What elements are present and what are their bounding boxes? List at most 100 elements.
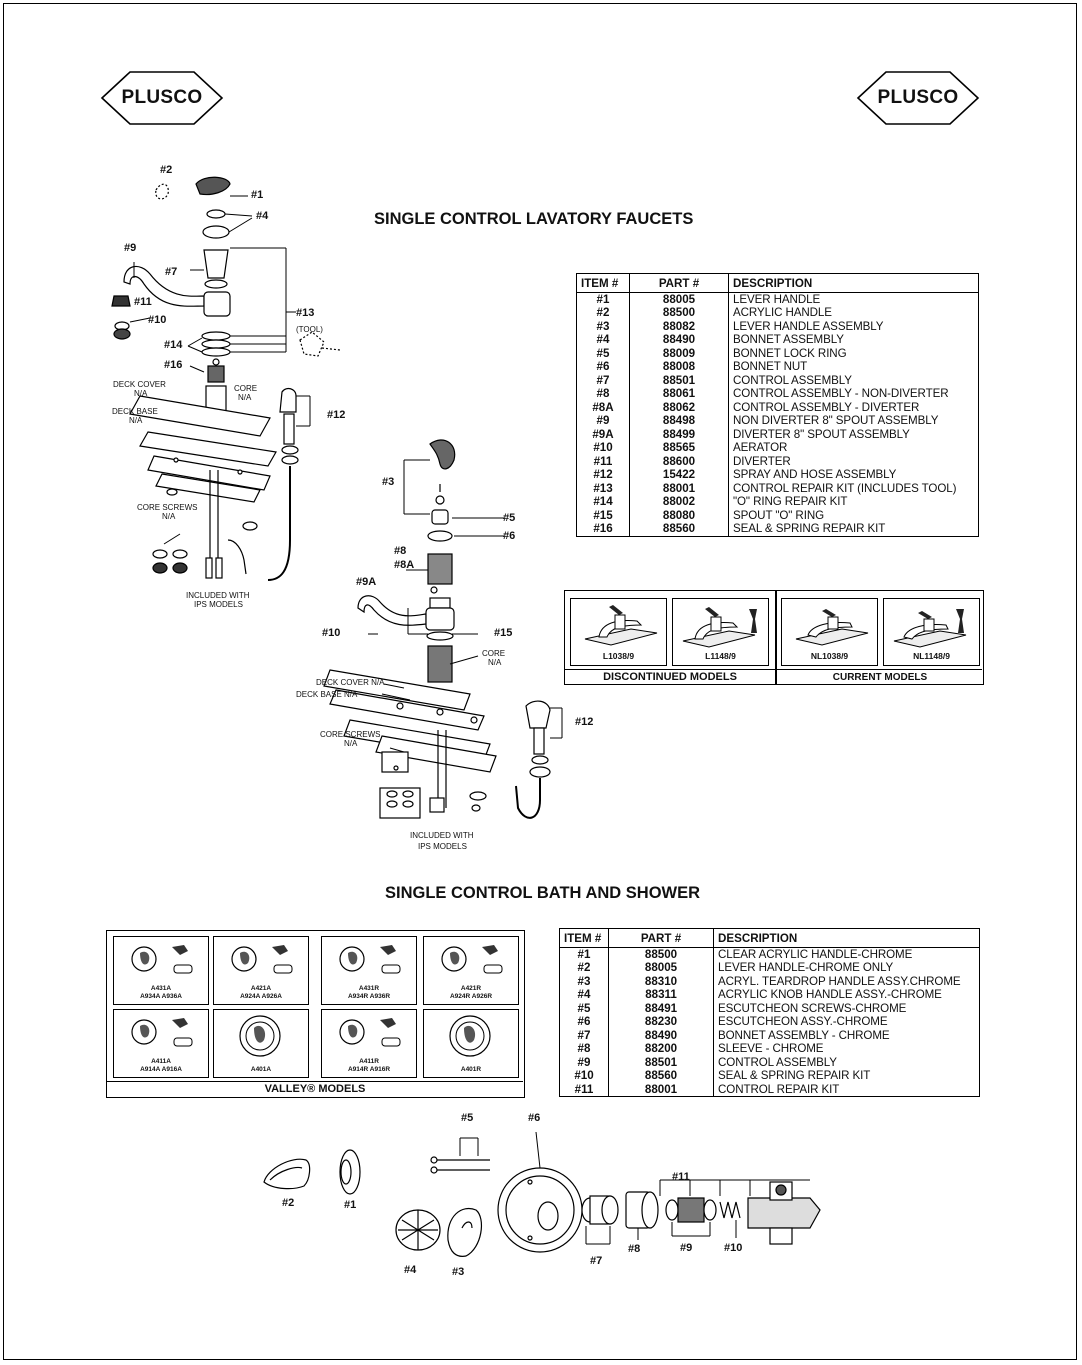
callout-9a: #9A: [356, 576, 377, 588]
logo-text: PLUSCO: [121, 87, 203, 108]
description-cell: LEVER HANDLE: [733, 292, 821, 306]
callout-3: #3: [452, 1266, 465, 1278]
callout-10: #10: [724, 1242, 743, 1254]
description-cell: ESCUTCHEON SCREWS-CHROME: [718, 1001, 907, 1015]
part-number-cell: 88501: [608, 1055, 714, 1069]
part-number-cell: 88002: [629, 495, 729, 509]
faucet-with-spray-illustration: [893, 609, 967, 648]
col-header-description: DESCRIPTION: [713, 928, 980, 948]
item-cell: #2: [596, 306, 610, 319]
model-number: A421R: [460, 985, 482, 992]
trim-illustration: [449, 1015, 491, 1057]
item-cell: #12: [593, 468, 613, 481]
plusco-logo-left: PLUSCO: [100, 70, 224, 126]
model-label: NL1038/9: [810, 651, 849, 661]
part-number-cell: 88500: [629, 306, 729, 320]
callout-2: #2: [282, 1197, 295, 1209]
core-screws-label: CORE SCREWS: [320, 730, 381, 739]
part-number-cell: 88230: [608, 1015, 714, 1029]
callout-10: #10: [322, 627, 341, 639]
description-cell: CONTROL REPAIR KIT (INCLUDES TOOL): [733, 481, 957, 495]
item-cell: #9: [596, 414, 610, 427]
description-cell: AERATOR: [733, 441, 788, 454]
model-variants: A914R A916R: [347, 1066, 391, 1073]
callout-4: #4: [404, 1264, 417, 1276]
callout-1: #1: [251, 189, 264, 201]
ips-models-label: IPS MODELS: [194, 600, 243, 609]
model-number: A411R: [359, 1058, 379, 1065]
model-card-l1148: L1148/9: [672, 598, 769, 666]
callout-7: #7: [590, 1255, 603, 1267]
part-number-cell: 88008: [629, 360, 729, 374]
trim-illustration: [239, 1015, 281, 1057]
valley-model-card: A401R: [423, 1009, 519, 1078]
model-label: NL1148/9: [913, 651, 950, 661]
col-header-part: PART #: [629, 273, 729, 293]
callout-6: #6: [503, 530, 516, 542]
part-number-cell: 88490: [629, 333, 729, 347]
discontinued-caption: DISCONTINUED MODELS: [603, 671, 737, 683]
part-number-cell: 88082: [629, 319, 729, 333]
deck-base-label: DECK BASE: [112, 407, 158, 416]
item-cell: #9: [577, 1055, 591, 1069]
description-cell: BONNET ASSEMBLY - CHROME: [718, 1028, 890, 1042]
part-number-cell: 88200: [608, 1042, 714, 1056]
col-header-description: DESCRIPTION: [728, 273, 979, 293]
part-number-cell: 15422: [629, 468, 729, 482]
description-cell: SEAL & SPRING REPAIR KIT: [733, 522, 886, 535]
trim-illustration: [339, 945, 401, 974]
part-number-cell: 88001: [629, 481, 729, 495]
deck-base-label: DECK BASE N/A: [296, 690, 358, 699]
lavatory-models-box: L1038/9 L1148/9 NL1038/9: [564, 590, 984, 685]
part-number-cell: 88310: [608, 974, 714, 988]
item-cell: #10: [574, 1069, 594, 1082]
faucet-with-spray-illustration: [682, 607, 757, 648]
description-cell: SPOUT "O" RING: [733, 508, 825, 522]
item-cell: #4: [596, 333, 610, 346]
part-number-cell: 88009: [629, 346, 729, 360]
col-header-part: PART #: [608, 928, 714, 948]
part-number-cell: 88560: [608, 1069, 714, 1083]
model-variants: A934R A936R: [347, 993, 391, 1000]
description-cell: CLEAR ACRYLIC HANDLE-CHROME: [718, 947, 913, 961]
item-cell: #1: [596, 292, 610, 306]
trim-illustration: [131, 945, 193, 974]
callout-8: #8: [394, 545, 407, 557]
callout-10: #10: [148, 314, 167, 326]
callout-8: #8: [628, 1243, 641, 1255]
model-number: A431R: [358, 985, 380, 992]
model-number: A421A: [250, 985, 272, 992]
part-number-cell: 88491: [608, 1001, 714, 1015]
description-cell: CONTROL ASSEMBLY: [733, 373, 852, 387]
valley-caption-rule: [107, 1081, 523, 1083]
part-number-cell: 88005: [608, 961, 714, 975]
callout-5: #5: [461, 1112, 474, 1124]
page-border: [3, 3, 1077, 1360]
na-label: N/A: [162, 512, 176, 521]
core-label: CORE: [482, 649, 506, 658]
lavatory-section-title: SINGLE CONTROL LAVATORY FAUCETS: [374, 210, 694, 228]
part-number-cell: 88501: [629, 373, 729, 387]
description-cell: CONTROL REPAIR KIT: [718, 1082, 840, 1096]
model-card-nl1148: NL1148/9: [883, 598, 980, 666]
